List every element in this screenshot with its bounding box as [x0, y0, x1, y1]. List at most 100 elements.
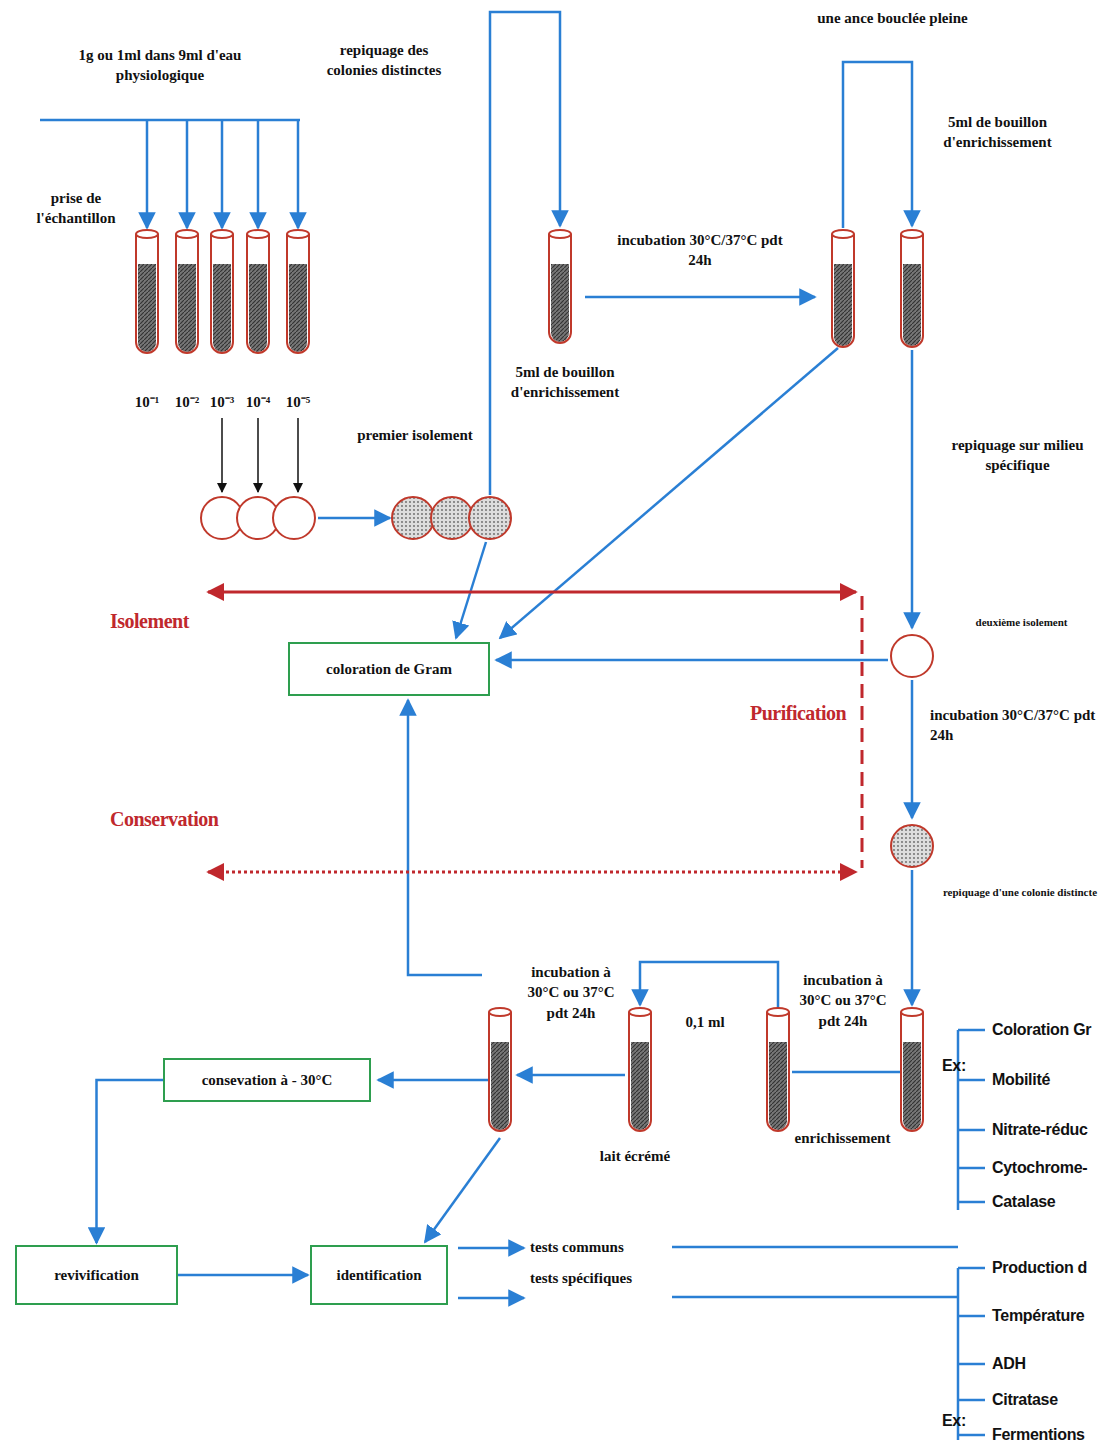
step-label: 10⁻²	[167, 392, 207, 412]
test-item: Catalase	[992, 1191, 1055, 1213]
test-tube	[211, 230, 233, 353]
box-text: consevation à - 30°C	[202, 1072, 333, 1089]
petri-dish	[273, 497, 315, 539]
step-label: 0,1 ml	[680, 1012, 730, 1032]
bracket-tick	[958, 1434, 985, 1437]
flow-arrows	[40, 12, 958, 1440]
tube-outline	[211, 234, 233, 353]
tube-outline	[629, 1012, 651, 1131]
step-label: 10⁻³	[202, 392, 242, 412]
step-label: premier isolement	[345, 425, 485, 445]
tube-liquid	[834, 264, 852, 346]
tube-liquid	[249, 264, 267, 352]
tube-rim	[247, 230, 269, 238]
step-label: repiquage d'une colonie distincte	[936, 885, 1104, 900]
bracket-tick	[958, 1399, 985, 1402]
step-label: incubation 30°C/37°C pdt 24h	[930, 705, 1100, 746]
step-label: tests communs	[530, 1237, 670, 1257]
tube-outline	[247, 234, 269, 353]
tube-outline	[901, 234, 923, 347]
bracket-tick	[958, 1267, 985, 1270]
test-tube	[136, 230, 158, 353]
petri-dish	[891, 825, 933, 867]
test-tube	[901, 230, 923, 347]
tube-liquid	[178, 264, 196, 352]
step-label: prise de l'échantillon	[30, 188, 122, 229]
test-item: Coloration Gr	[992, 1019, 1091, 1041]
step-label: Ex:	[942, 1055, 966, 1077]
phase-label: Isolement	[110, 608, 189, 635]
phase-label: Purification	[750, 700, 846, 727]
bracket-tick	[958, 1079, 985, 1082]
tube-outline	[767, 1012, 789, 1131]
step-label: une ance bouclée pleine	[795, 8, 990, 28]
test-tube	[489, 1008, 511, 1131]
step-label: lait écrémé	[580, 1146, 690, 1166]
tube-liquid	[138, 264, 156, 352]
petri-dish	[891, 635, 933, 677]
test-item: Température	[992, 1305, 1084, 1327]
tube-liquid	[903, 264, 921, 346]
tube-liquid	[289, 264, 307, 352]
tube-rim	[136, 230, 158, 238]
phase-brackets	[208, 592, 862, 872]
petri-dish	[469, 497, 511, 539]
test-tube	[901, 1008, 923, 1131]
test-tube	[549, 230, 571, 343]
tube-liquid	[213, 264, 231, 352]
step-label: repiquage sur milieu spécifique	[935, 435, 1100, 476]
tube-outline	[901, 1012, 923, 1131]
tube-liquid	[551, 264, 569, 342]
test-tube	[176, 230, 198, 353]
bracket-tick	[958, 1029, 985, 1032]
test-tube	[832, 230, 854, 347]
step-label: repiquage des colonies distinctes	[318, 40, 450, 81]
tube-rim	[901, 230, 923, 238]
step-label: 1g ou 1ml dans 9ml d'eau physiologique	[60, 45, 260, 86]
petri-dish	[392, 497, 434, 539]
tube-liquid	[903, 1042, 921, 1130]
tube-rim	[901, 1008, 923, 1016]
box-text: identification	[337, 1267, 422, 1284]
test-tube	[629, 1008, 651, 1131]
tube-liquid	[631, 1042, 649, 1130]
tube-rim	[629, 1008, 651, 1016]
tube-rim	[211, 230, 233, 238]
flow-connector	[97, 1080, 164, 1243]
process-box: revivification	[15, 1245, 178, 1305]
petri-dish	[431, 497, 473, 539]
step-label: incubation 30°C/37°C pdt 24h	[612, 230, 788, 271]
test-item: Mobilité	[992, 1069, 1050, 1091]
step-label: incubation à 30°C ou 37°C pdt 24h	[515, 962, 627, 1023]
bracket-tick	[958, 1167, 985, 1170]
test-item: Fermentions	[992, 1424, 1085, 1446]
step-label: 10⁻⁴	[238, 392, 278, 412]
tube-rim	[832, 230, 854, 238]
test-tube	[287, 230, 309, 353]
phase-label: Conservation	[110, 806, 218, 833]
step-label: deuxième isolement	[939, 615, 1104, 630]
tube-rim	[767, 1008, 789, 1016]
test-item: Citratase	[992, 1389, 1058, 1411]
tube-outline	[136, 234, 158, 353]
tube-outline	[832, 234, 854, 347]
tube-outline	[549, 234, 571, 343]
step-label: 5ml de bouillon d'enrichissement	[500, 362, 630, 403]
box-text: coloration de Gram	[326, 661, 452, 678]
bracket-tick	[958, 1201, 985, 1204]
step-label: 5ml de bouillon d'enrichissement	[925, 112, 1070, 153]
tube-outline	[287, 234, 309, 353]
bracket-tick	[958, 1363, 985, 1366]
tube-liquid	[491, 1042, 509, 1130]
tube-liquid	[769, 1042, 787, 1130]
process-box: identification	[310, 1245, 448, 1305]
step-label: incubation à 30°C ou 37°C pdt 24h	[790, 970, 896, 1031]
bracket-tick	[958, 1129, 985, 1132]
tube-rim	[287, 230, 309, 238]
test-item: Nitrate-réduc	[992, 1119, 1088, 1141]
tube-outline	[489, 1012, 511, 1131]
tube-rim	[176, 230, 198, 238]
process-box: coloration de Gram	[288, 642, 490, 696]
